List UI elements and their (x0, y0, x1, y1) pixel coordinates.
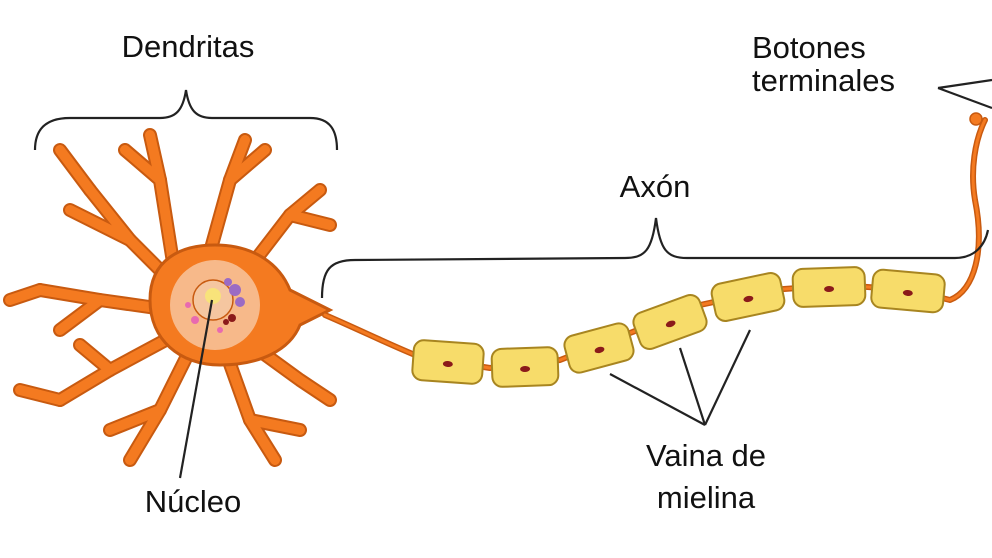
dendrites-label: Dendritas (122, 29, 255, 64)
organelles (185, 278, 245, 333)
nucleus-label: Núcleo (145, 484, 242, 519)
myelin-segment (791, 266, 867, 308)
nucleolus (205, 288, 221, 304)
myelin-segment (710, 271, 786, 323)
terminals-label-line2: terminales (752, 63, 895, 98)
myelin-label-line1: Vaina de (646, 438, 766, 473)
myelin-segment (411, 339, 485, 385)
dendrites-bracket (33, 89, 339, 151)
soma (148, 243, 334, 367)
myelin-segment (870, 268, 946, 314)
dendrites (3, 128, 337, 467)
axon (322, 117, 988, 371)
axon-bracket (320, 217, 990, 299)
myelin-segment (490, 346, 560, 388)
terminals-label-line1: Botones (752, 30, 866, 65)
myelin-segment (563, 322, 635, 374)
myelin-segment (632, 293, 708, 351)
terminal-leaders (937, 78, 992, 110)
nucleus-leader (178, 299, 214, 479)
myelin-sheath (411, 266, 946, 388)
axon-terminal (969, 112, 983, 126)
myelin-label-line2: mielina (657, 480, 756, 515)
myelin-leaders (609, 329, 751, 426)
axon-label: Axón (620, 169, 691, 204)
